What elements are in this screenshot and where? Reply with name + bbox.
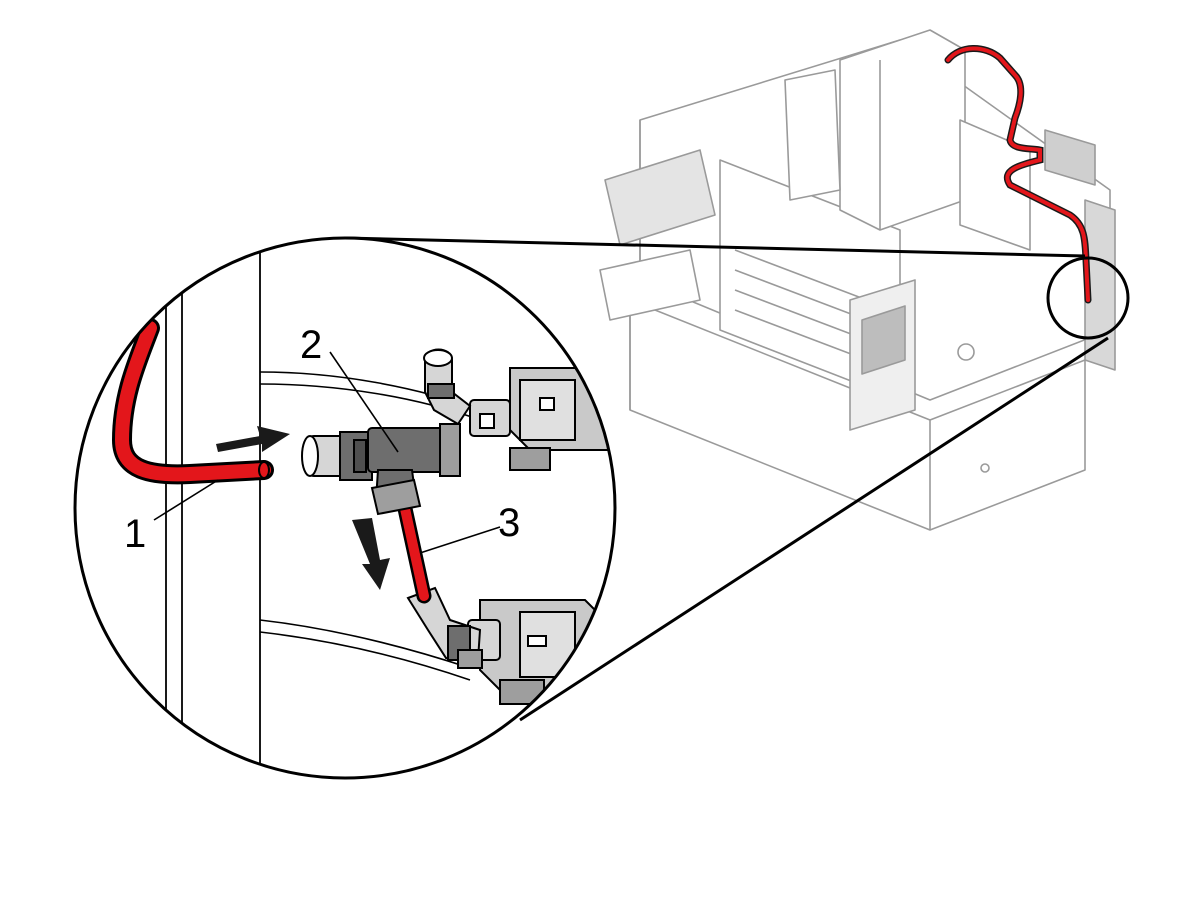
flow-arrow-down-icon xyxy=(352,518,390,590)
zoom-connector xyxy=(344,236,1109,722)
lower-elbow-fitting xyxy=(406,586,483,669)
callout-2: 2 xyxy=(300,323,322,367)
machine-illustration xyxy=(599,29,1116,531)
detail-circle-outline xyxy=(73,236,617,780)
tee-fitting xyxy=(301,423,461,516)
leader-lines xyxy=(153,351,501,554)
upper-elbow-fitting xyxy=(423,348,472,426)
callout-1: 1 xyxy=(124,512,146,556)
detail-source-circle xyxy=(1046,256,1130,340)
flow-arrow-right-icon xyxy=(216,426,290,452)
callout-3: 3 xyxy=(498,501,520,545)
lower-valve-block xyxy=(467,599,606,705)
